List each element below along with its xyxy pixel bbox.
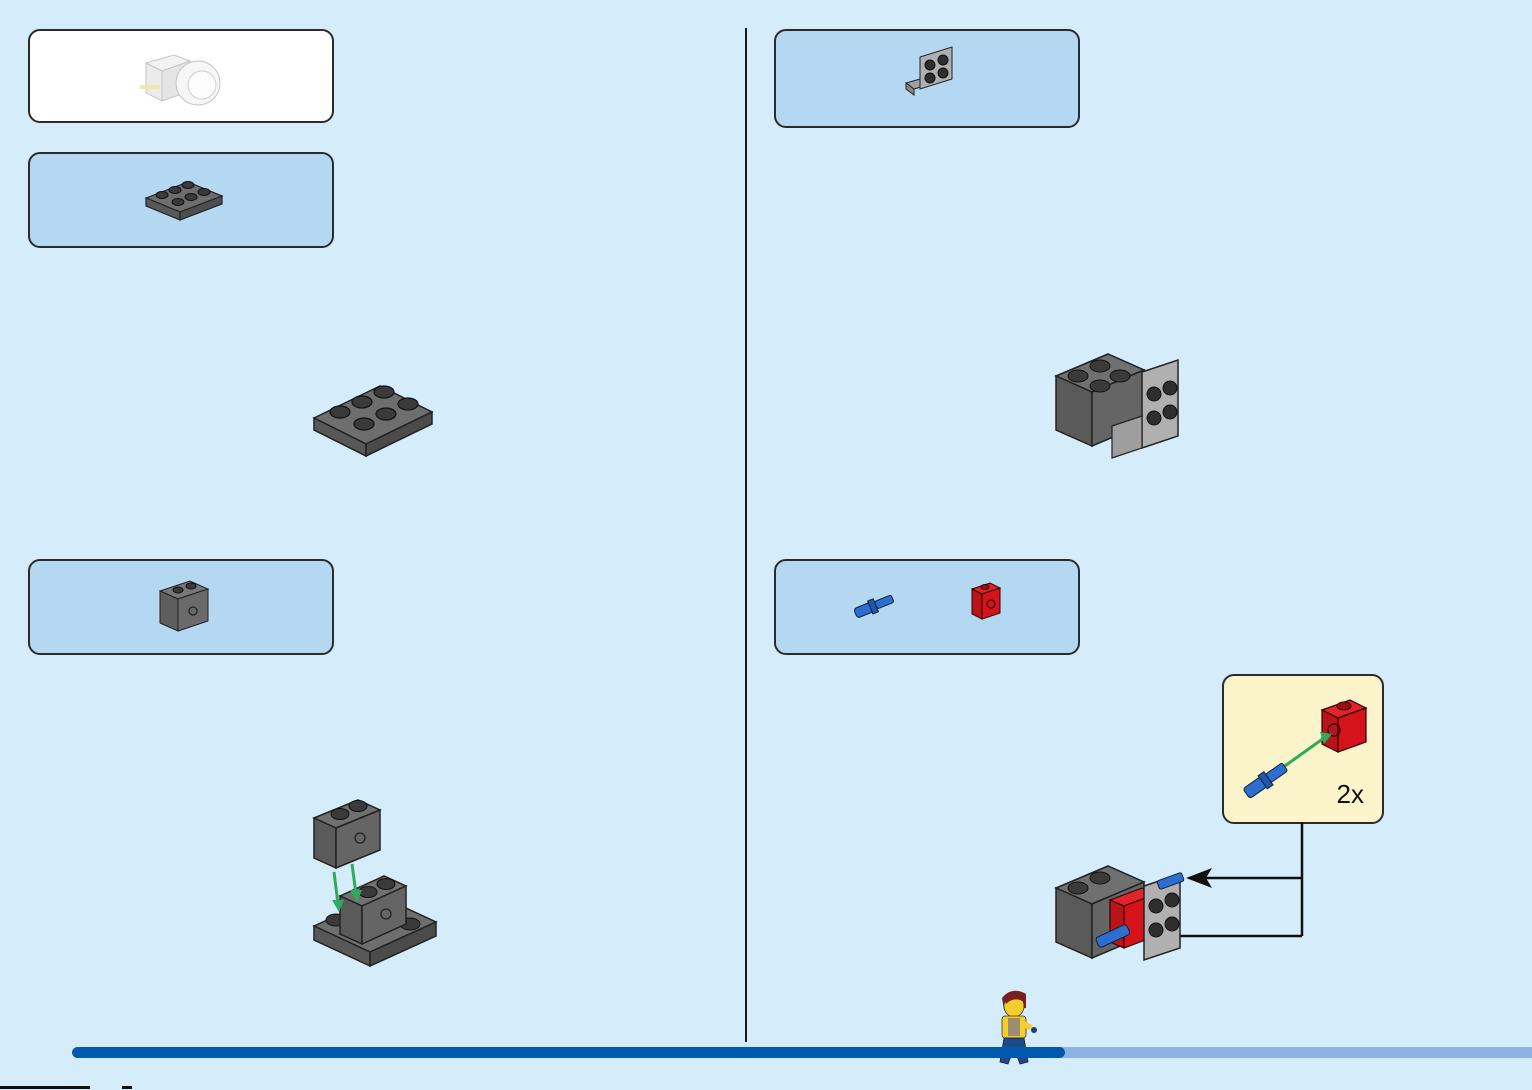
- progress-bar-fill: [72, 1047, 1065, 1058]
- submodel-callout: 2x: [1222, 674, 1384, 824]
- step-final-model: [1052, 860, 1192, 972]
- technic-brick-panel: [28, 559, 334, 655]
- pin-and-brick-panel: [774, 559, 1080, 655]
- step-plate-model: [310, 378, 436, 460]
- step-bracket-model: [1052, 346, 1186, 462]
- motor-icon: [138, 45, 228, 109]
- plate-2x3-panel: [28, 152, 334, 248]
- blue-axle-pin-icon: [850, 591, 898, 621]
- red-technic-brick-1x1-icon: [968, 579, 1004, 623]
- motor-panel: [28, 29, 334, 123]
- page-divider: [745, 28, 747, 1042]
- bracket-2x2-icon: [902, 45, 958, 103]
- footer-mark-small: [122, 1086, 132, 1089]
- bracket-panel: [774, 29, 1080, 128]
- technic-brick-1x2-icon: [156, 575, 212, 639]
- step-technic-model: [310, 794, 440, 972]
- quantity-label: 2x: [1337, 779, 1364, 810]
- footer-mark: [0, 1086, 90, 1089]
- progress-bar: [72, 1047, 1532, 1058]
- plate-2x3-icon: [142, 176, 226, 224]
